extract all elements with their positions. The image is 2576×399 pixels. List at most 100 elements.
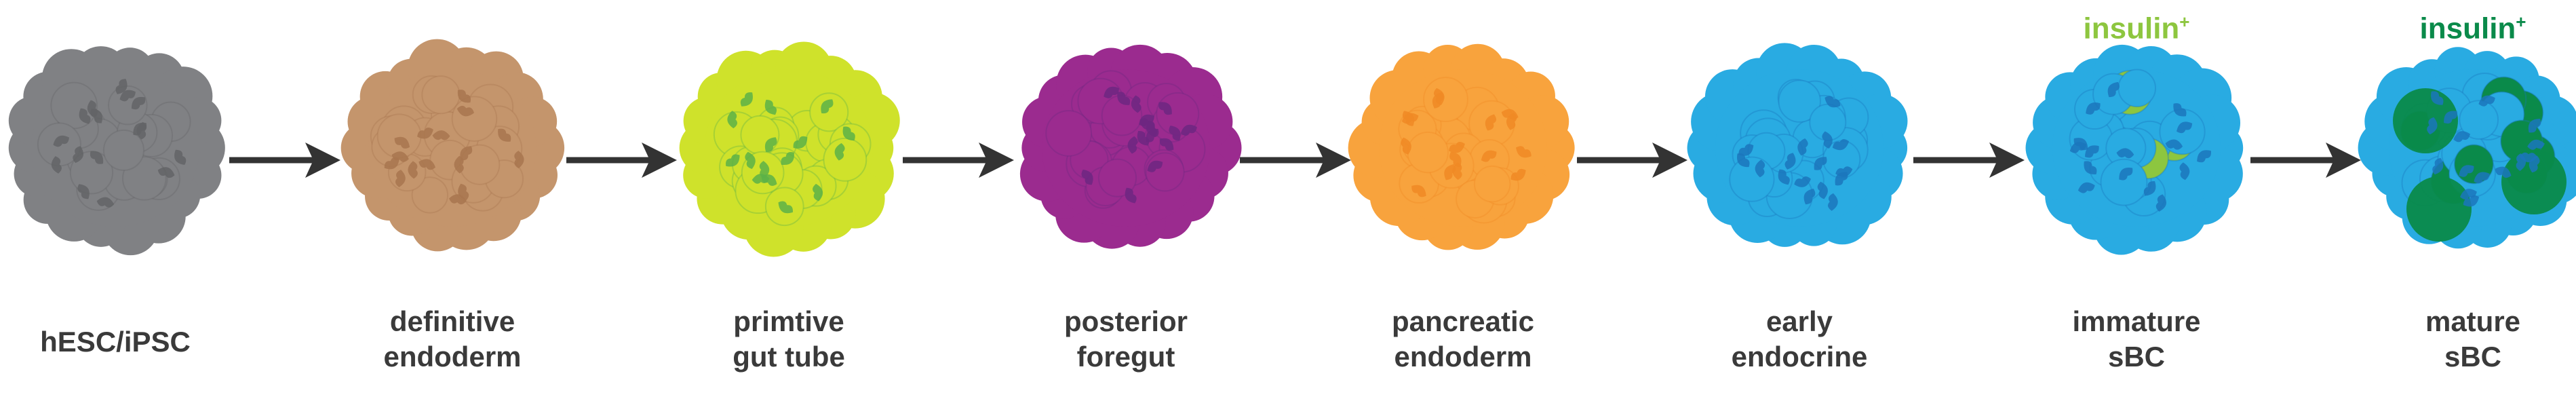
stage-label-line: endoderm bbox=[383, 341, 522, 373]
cell-nucleus bbox=[1432, 92, 1444, 109]
cell-nucleus bbox=[2107, 81, 2120, 98]
cell-nucleus bbox=[119, 90, 136, 102]
cell bbox=[108, 85, 148, 126]
cell-nucleus bbox=[821, 99, 834, 114]
cell-nucleus bbox=[1835, 166, 1853, 177]
arrow-7 bbox=[2250, 142, 2361, 178]
cell bbox=[102, 129, 144, 171]
cell-nucleus bbox=[1824, 96, 1841, 108]
stage-label-line: gut tube bbox=[733, 341, 845, 373]
marker-superscript: + bbox=[2179, 12, 2190, 32]
stage-label-line: definitive bbox=[389, 305, 515, 337]
cell bbox=[1045, 110, 1093, 157]
cell-cluster-mature-sbc bbox=[2358, 47, 2576, 249]
cell-nucleus bbox=[2179, 162, 2190, 180]
cell-nucleus bbox=[2197, 150, 2212, 163]
cell-nucleus bbox=[2495, 166, 2512, 178]
cell-nucleus bbox=[1797, 138, 1808, 156]
cell bbox=[1729, 156, 1775, 202]
stage-label-line: posterior bbox=[1063, 305, 1188, 337]
cell-nucleus bbox=[1159, 138, 1174, 151]
cell-cluster-posterior-foregut bbox=[1019, 44, 1242, 249]
cell-cluster-hesc bbox=[8, 46, 225, 256]
cell-nucleus bbox=[726, 154, 740, 167]
cell-nucleus bbox=[2119, 167, 2133, 180]
cell-nucleus bbox=[1510, 168, 1526, 181]
cell-nucleus bbox=[1822, 131, 1833, 149]
cell bbox=[1407, 131, 1449, 174]
cell-nucleus bbox=[2077, 182, 2095, 193]
cell bbox=[421, 75, 461, 115]
cell-nucleus bbox=[2084, 145, 2099, 158]
cell-nucleus bbox=[1081, 169, 1093, 185]
marker-text: insulin bbox=[2419, 12, 2516, 45]
arrow-1 bbox=[229, 142, 340, 178]
cell bbox=[376, 113, 422, 159]
cell-nucleus bbox=[764, 99, 777, 115]
cell-nucleus bbox=[51, 156, 62, 174]
cell-nucleus bbox=[2528, 119, 2541, 133]
cell bbox=[2118, 69, 2157, 108]
cell-nucleus bbox=[395, 170, 406, 187]
cell-nucleus bbox=[1832, 138, 1850, 151]
cell-nucleus bbox=[727, 111, 738, 129]
cell-nucleus bbox=[2073, 138, 2088, 151]
cell-nucleus bbox=[1449, 141, 1465, 153]
cell-nucleus bbox=[1147, 160, 1163, 172]
cell-nucleus bbox=[2084, 161, 2097, 174]
stage-label-line: mature bbox=[2425, 305, 2521, 337]
cell-nucleus bbox=[418, 159, 436, 170]
cell-nucleus bbox=[1738, 144, 1754, 156]
arrow-6 bbox=[1913, 142, 2025, 178]
cell-nucleus bbox=[2474, 172, 2490, 184]
cell-nucleus bbox=[1828, 193, 1838, 211]
stage-label-line: sBC bbox=[2107, 341, 2166, 373]
cell bbox=[809, 92, 849, 132]
cell-nucleus bbox=[1125, 187, 1137, 204]
cell-nucleus bbox=[1778, 169, 1790, 185]
cell-nucleus bbox=[1180, 124, 1197, 136]
cell-nucleus bbox=[457, 90, 471, 103]
cell-nucleus bbox=[1506, 113, 1517, 130]
cell bbox=[823, 137, 867, 182]
marker-superscript: + bbox=[2516, 12, 2526, 32]
insulin-marker: insulin+ bbox=[2021, 4, 2252, 47]
stage-label-line: sBC bbox=[2444, 341, 2502, 373]
cell bbox=[2459, 100, 2499, 140]
cell-nucleus bbox=[1169, 126, 1181, 141]
cell-nucleus bbox=[1737, 153, 1750, 168]
stage-label-line: endocrine bbox=[1731, 341, 1868, 373]
cell-nucleus bbox=[498, 128, 511, 142]
cell-nucleus bbox=[834, 142, 845, 161]
arrow-5 bbox=[1577, 142, 1687, 178]
cell-nucleus bbox=[2116, 148, 2134, 159]
cell-nucleus bbox=[417, 128, 433, 139]
cell-nucleus bbox=[136, 121, 147, 140]
cell-nucleus bbox=[53, 135, 69, 147]
cell-nucleus bbox=[745, 151, 756, 170]
cell-nucleus bbox=[1516, 146, 1531, 158]
cell-nucleus bbox=[73, 146, 84, 164]
arrow-2 bbox=[566, 142, 677, 178]
cell-nucleus bbox=[1481, 150, 1497, 162]
arrow-4 bbox=[1240, 142, 1351, 178]
cell-nucleus bbox=[2444, 111, 2457, 124]
cell-nucleus bbox=[2519, 152, 2537, 163]
cell-nucleus bbox=[1127, 136, 1138, 154]
cell bbox=[1473, 165, 1511, 203]
arrow-head bbox=[1989, 142, 2025, 178]
cell-nucleus bbox=[1401, 113, 1419, 124]
cell-nucleus bbox=[90, 151, 104, 164]
cell-nucleus bbox=[761, 174, 777, 186]
cell-nucleus bbox=[458, 183, 469, 201]
cell-nucleus bbox=[2427, 117, 2438, 135]
cell-nucleus bbox=[131, 96, 146, 110]
cell-nucleus bbox=[781, 152, 794, 166]
cell-nucleus bbox=[2463, 195, 2480, 207]
cell-nucleus bbox=[2453, 131, 2470, 142]
cell-nucleus bbox=[157, 167, 175, 178]
cell bbox=[740, 115, 780, 155]
